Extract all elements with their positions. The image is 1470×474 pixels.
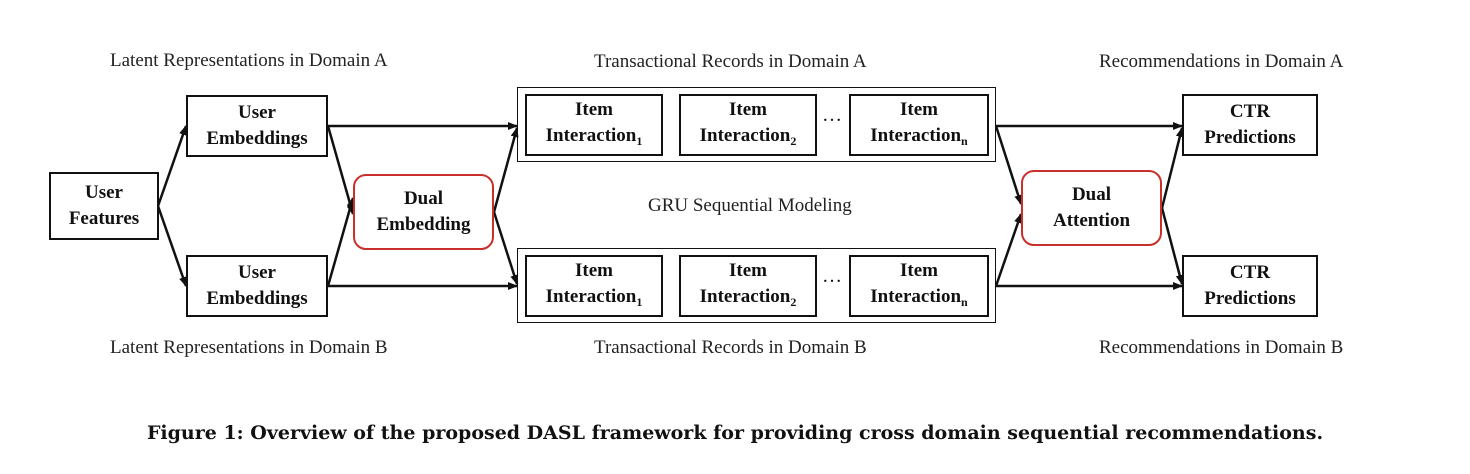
ctr-predictions-b-node: CTR Predictions	[1182, 255, 1318, 317]
figure-caption: Figure 1: Overview of the proposed DASL …	[146, 422, 1324, 444]
node-line: Dual	[403, 188, 444, 209]
node-line: Predictions	[1204, 127, 1296, 148]
node-line: CTR	[1229, 262, 1271, 283]
node-line: User	[238, 102, 276, 123]
ellipsis-b: …	[822, 265, 842, 287]
subscript: 1	[636, 294, 643, 309]
subscript: 2	[790, 294, 797, 309]
node-line: Embeddings	[206, 288, 308, 309]
subscript: 2	[790, 133, 797, 148]
node-line: Features	[68, 208, 140, 229]
node-line: Embedding	[376, 214, 471, 235]
node-line: Interaction	[545, 285, 637, 307]
node-line: Dual	[1071, 184, 1112, 205]
recs-label-b: Recommendations in Domain B	[1099, 337, 1344, 358]
node-line: Item	[900, 98, 938, 120]
ellipsis-a: …	[822, 104, 842, 126]
node-line: Embeddings	[206, 128, 308, 149]
node-line: Predictions	[1204, 288, 1296, 309]
node-line: Interaction	[545, 124, 637, 146]
node-line: Attention	[1052, 210, 1131, 231]
recs-label-a: Recommendations in Domain A	[1099, 51, 1344, 72]
node-line: User	[85, 182, 123, 203]
records-label-a: Transactional Records in Domain A	[594, 51, 867, 72]
node-line: Item	[575, 98, 613, 120]
subscript: n	[961, 133, 968, 148]
latent-label-b: Latent Representations in Domain B	[110, 337, 388, 358]
node-line: Interaction	[699, 285, 791, 307]
records-group-a	[517, 87, 996, 162]
records-group-b	[517, 248, 996, 323]
node-line: Item	[729, 98, 767, 120]
gru-label: GRU Sequential Modeling	[648, 195, 852, 216]
ctr-predictions-a-node: CTR Predictions	[1182, 94, 1318, 156]
node-line: Item	[575, 259, 613, 281]
node-line: Item	[900, 259, 938, 281]
node-line: CTR	[1229, 101, 1271, 122]
latent-label-a: Latent Representations in Domain A	[110, 50, 388, 71]
node-line: Interaction	[870, 285, 962, 307]
subscript: n	[961, 294, 968, 309]
subscript: 1	[636, 133, 643, 148]
node-line: User	[238, 262, 276, 283]
node-line: Interaction	[870, 124, 962, 146]
node-line: Item	[729, 259, 767, 281]
records-label-b: Transactional Records in Domain B	[594, 337, 867, 358]
node-line: Interaction	[699, 124, 791, 146]
